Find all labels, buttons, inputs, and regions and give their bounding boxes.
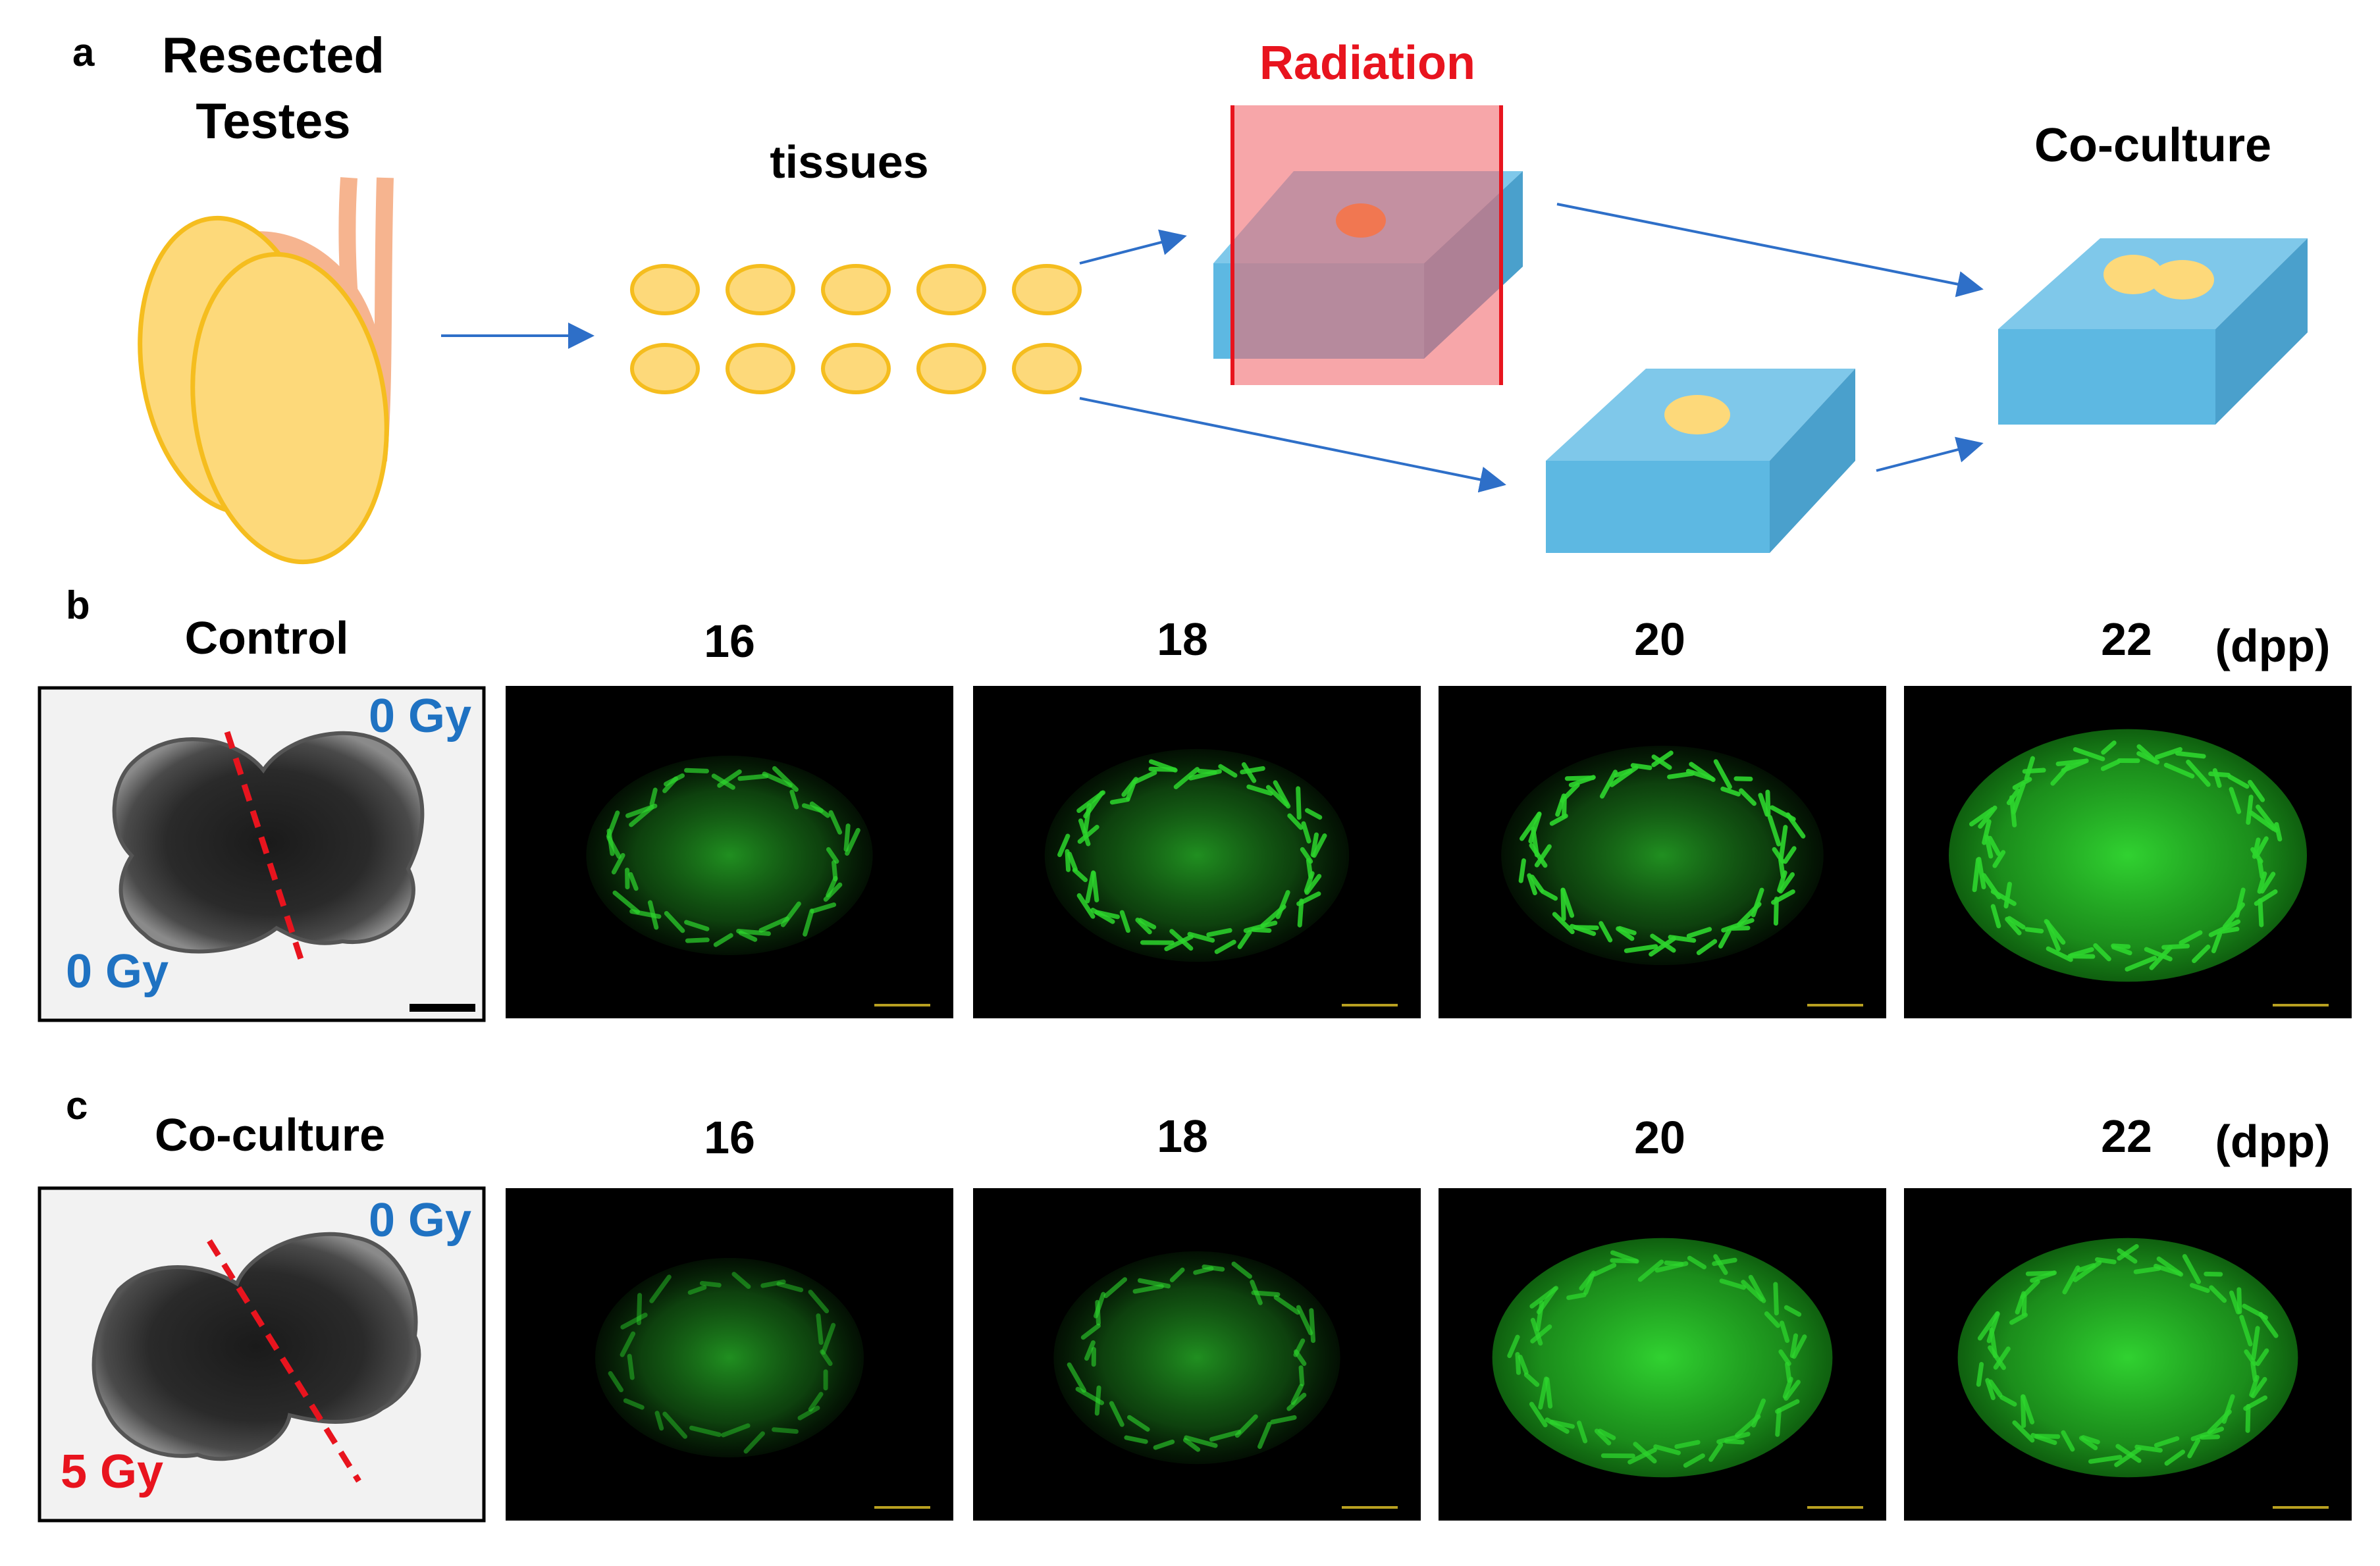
- tissue-piece: [1012, 264, 1082, 315]
- dose-top-control: 0 Gy: [369, 690, 471, 743]
- fluorescence-image-coculture-20: [1439, 1188, 1886, 1521]
- panel-b: b Control 16 18 20 22 (dpp) 0 Gy 0 Gy: [38, 583, 2352, 1022]
- fluorescence-image-coculture-18: [973, 1188, 1421, 1521]
- tissue-piece: [916, 343, 986, 394]
- day-label-c-18: 18: [1157, 1110, 1208, 1162]
- tissue-piece: [821, 343, 891, 394]
- tissue-fluorescence: [1501, 745, 1824, 966]
- unit-label-c: (dpp): [2215, 1116, 2331, 1167]
- day-label-b-22: 22: [2101, 613, 2152, 665]
- arrow-tissues-to-radiation: [1079, 229, 1187, 265]
- cut-line-control: [224, 731, 305, 962]
- resected-label-line1: Resected: [162, 28, 384, 84]
- panel-c: c Co-culture 16 18 20 22 (dpp) 0 Gy 5 Gy: [38, 1083, 2352, 1523]
- control-title: Control: [185, 612, 349, 664]
- brightfield-image-coculture: [38, 1186, 486, 1523]
- coculture-tissue-left: [2103, 255, 2163, 294]
- tissues-label: tissues: [770, 136, 928, 188]
- fluorescence-image-control-22: [1904, 686, 2352, 1018]
- fluorescence-image-coculture-22: [1904, 1188, 2352, 1521]
- dose-bottom-control: 0 Gy: [66, 945, 169, 998]
- arrow-control-to-coculture: [1876, 436, 1984, 472]
- arrow-tissues-to-control-box: [1079, 397, 1506, 493]
- day-label-c-20: 20: [1634, 1112, 1685, 1163]
- tissue-fluorescence: [1053, 1251, 1340, 1465]
- coculture-tissue-right: [2151, 260, 2214, 300]
- panel-letter-c: c: [66, 1083, 88, 1128]
- control-tissue: [1664, 395, 1730, 434]
- arrow-radiation-to-coculture: [1556, 203, 1984, 298]
- tissue-piece: [726, 343, 795, 394]
- testes-illustration: [138, 177, 394, 565]
- fluorescence-image-coculture-16: [506, 1188, 953, 1521]
- brightfield-image-control: [38, 686, 486, 1022]
- day-label-c-22: 22: [2101, 1110, 2152, 1162]
- coculture-box: [1998, 238, 2308, 425]
- tissue-fluorescence: [595, 1258, 864, 1457]
- fluorescence-image-control-20: [1439, 686, 1886, 1018]
- day-label-b-18: 18: [1157, 613, 1208, 665]
- panel-a: a Resected Testes tissues Radi: [72, 28, 2308, 565]
- tissue-fluorescence: [1492, 1238, 1833, 1478]
- control-culture-box: [1546, 369, 1855, 553]
- tissue-fluorescence: [1949, 729, 2307, 982]
- day-label-b-16: 16: [704, 615, 755, 667]
- tissue-fluorescence: [586, 756, 873, 955]
- fluorescence-image-control-16: [506, 686, 953, 1018]
- tissue-fluorescence: [1957, 1238, 2298, 1478]
- day-label-b-20: 20: [1634, 613, 1685, 665]
- unit-label-b: (dpp): [2215, 620, 2331, 671]
- panel-letter-a: a: [72, 30, 95, 74]
- tissue-piece: [630, 264, 700, 315]
- fluorescence-row-coculture: [506, 1188, 2352, 1521]
- tissue-piece: [630, 343, 700, 394]
- resected-label-line2: Testes: [196, 93, 350, 149]
- tissue-piece: [821, 264, 891, 315]
- tissue-piece: [916, 264, 986, 315]
- tissue-fluorescence: [1044, 748, 1350, 962]
- radiation-label: Radiation: [1259, 37, 1475, 90]
- tissue-piece: [1012, 343, 1082, 394]
- dose-top-coculture: 0 Gy: [369, 1194, 471, 1247]
- tissue-pieces: [630, 264, 1082, 394]
- coculture-label: Co-culture: [2034, 119, 2271, 172]
- coculture-title: Co-culture: [155, 1109, 385, 1161]
- panel-letter-b: b: [66, 583, 90, 627]
- fluorescence-row-control: [506, 686, 2352, 1018]
- cut-line-coculture: [207, 1239, 361, 1483]
- scale-bar: [410, 1004, 475, 1012]
- testis-front: [190, 251, 389, 565]
- tissue-piece: [726, 264, 795, 315]
- radiation-field: [1230, 105, 1503, 385]
- dose-bottom-coculture: 5 Gy: [61, 1446, 163, 1498]
- day-label-c-16: 16: [704, 1112, 755, 1163]
- fluorescence-image-control-18: [973, 686, 1421, 1018]
